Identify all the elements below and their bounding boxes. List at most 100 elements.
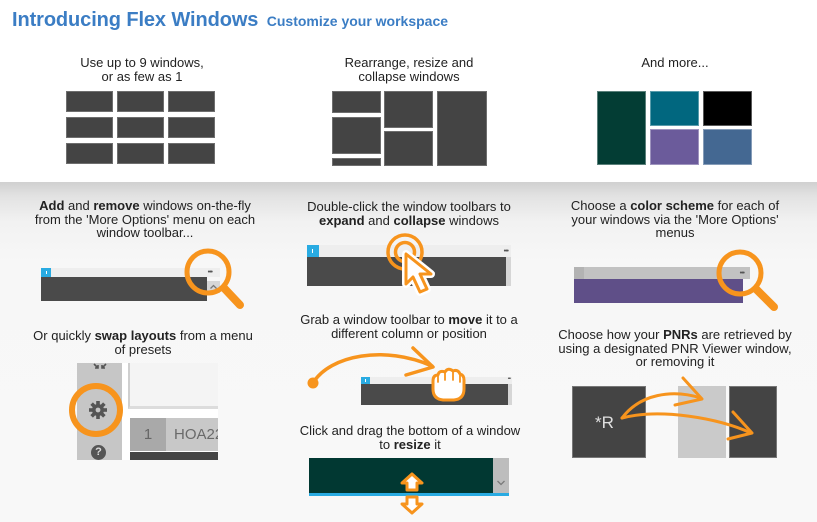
caption-line: of presets [18, 342, 268, 357]
window-body [130, 452, 218, 460]
page-subtitle: Customize your workspace [266, 13, 449, 29]
window-tab-icon [574, 267, 584, 279]
pnr-viewer-window [678, 386, 726, 458]
caption-text: to [379, 436, 394, 452]
tip-swap-layouts-caption: Or quickly swap layouts from a menu of p… [18, 329, 268, 356]
caption-text: for each of [714, 198, 780, 213]
layout-cell [332, 91, 381, 113]
caption-line: collapse windows [358, 68, 460, 84]
layout-cell [168, 143, 215, 164]
caption-line: Or quickly swap layouts from a menu [18, 329, 268, 343]
page-title: Introducing Flex Windows [12, 9, 259, 31]
layout-cell-green [597, 91, 646, 165]
tip-move-caption: Grab a window toolbar to move it to a di… [284, 313, 534, 340]
layout-cell [168, 91, 215, 112]
caption-line: Use up to 9 windows, [80, 55, 204, 70]
caption-text: it to a [482, 312, 518, 327]
layout-cell [66, 143, 113, 164]
caption-bold: swap layouts [94, 328, 177, 343]
more-options-icon: ••• [739, 270, 745, 277]
window-tab-icon [41, 268, 51, 277]
chevron-down-icon [497, 480, 505, 486]
window-body [361, 384, 508, 405]
caption-line: or removing it [550, 355, 800, 369]
layout-cell [384, 131, 433, 166]
caption-line: or as few as 1 [101, 68, 183, 84]
caption-line: Rearrange, resize and [344, 55, 474, 70]
window-tab-icon [307, 245, 319, 257]
scrollbar [508, 384, 512, 405]
layout-cell [117, 117, 164, 138]
scrollbar [493, 458, 509, 493]
caption-text: Click and drag the bottom of a window [299, 423, 521, 438]
window-toolbar [361, 377, 512, 384]
row-record: HOA22 [166, 418, 218, 451]
tip-add-remove-caption: Add and remove windows on-the-fly from t… [20, 199, 270, 240]
caption-text: Double-click the window toolbars to [307, 199, 511, 214]
caption-text: using a designated PNR Viewer window, [558, 340, 792, 356]
more-options-icon: ••• [207, 269, 213, 276]
tip-color-scheme-caption: Choose a color scheme for each of your w… [550, 199, 800, 240]
layout-cell-slate [703, 129, 752, 165]
scrollbar [506, 257, 511, 286]
window-pane [128, 363, 218, 409]
caption-line: Click and drag the bottom of a window [285, 424, 535, 438]
more-options-icon: ••• [507, 376, 511, 382]
caption-line: Grab a window toolbar to move it to a [284, 313, 534, 327]
alternate-window [729, 386, 777, 458]
layout-cell-teal [650, 91, 699, 126]
caption-bold: Add [39, 198, 65, 213]
layout-cell-purple [650, 129, 699, 165]
caption-text: from a menu [176, 328, 253, 343]
window-tab-icon [361, 377, 370, 384]
caption-bold: move [448, 312, 483, 327]
caption-text: windows [445, 212, 499, 228]
overview-nine-windows-caption: Use up to 9 windows, or as few as 1 [42, 56, 242, 83]
window-toolbar-mock-color-scheme: ••• [574, 267, 750, 303]
chevron-up-icon [210, 284, 217, 289]
caption-text: Or quickly [33, 328, 95, 343]
layout-menu-mock: ? 1 HOA22 [77, 363, 218, 460]
caption-line: Choose a color scheme for each of [550, 199, 800, 213]
caption-line: window toolbar... [20, 226, 270, 240]
gear-icon[interactable] [88, 400, 108, 420]
caption-line: menus [550, 226, 800, 240]
window-toolbar [41, 268, 220, 277]
layout-cell-black [703, 91, 752, 126]
layout-cell [66, 117, 113, 138]
layout-cell [437, 91, 487, 166]
resize-handle[interactable] [309, 493, 509, 496]
layout-cell [168, 117, 215, 138]
window-toolbar-mock-add-remove: ••• [41, 268, 220, 301]
tip-pnr-caption: Choose how your PNRs are retrieved by us… [550, 328, 800, 369]
overview-more-caption: And more... [575, 56, 775, 70]
caption-line: Add and remove windows on-the-fly [20, 199, 270, 213]
caption-line: And more... [641, 55, 709, 70]
window-toolbar-mock-move: ••• [361, 377, 512, 405]
window-mock-resize [309, 458, 509, 496]
caption-text: and [364, 212, 394, 228]
caption-text: menus [655, 225, 695, 240]
caption-text: are retrieved by [697, 327, 792, 342]
help-icon[interactable]: ? [91, 445, 106, 460]
tip-double-click-caption: Double-click the window toolbars to expa… [284, 200, 534, 227]
window-toolbar [574, 267, 750, 279]
caption-text: from the 'More Options' menu on each [34, 211, 256, 227]
layout-cell [117, 143, 164, 164]
window-body-purple [574, 279, 743, 303]
caption-line: Choose how your PNRs are retrieved by [550, 328, 800, 342]
caption-line: to resize it [285, 436, 535, 452]
tip-resize-caption: Click and drag the bottom of a window to… [285, 424, 535, 451]
window-toolbar-mock-double-click: ••• [307, 245, 511, 286]
window-body [307, 257, 506, 286]
caption-text: different column or position [331, 325, 487, 341]
caption-line: using a designated PNR Viewer window, [550, 340, 800, 356]
caption-text: Choose a [570, 198, 631, 213]
app-sidebar: ? [77, 363, 122, 460]
window-body [41, 277, 207, 301]
page-header: Introducing Flex Windows Customize your … [12, 9, 448, 32]
caption-line: your windows via the 'More Options' [550, 212, 800, 227]
caption-text: windows on-the-fly [139, 198, 251, 213]
caption-line: different column or position [284, 325, 534, 341]
caption-bold: resize [393, 436, 431, 452]
